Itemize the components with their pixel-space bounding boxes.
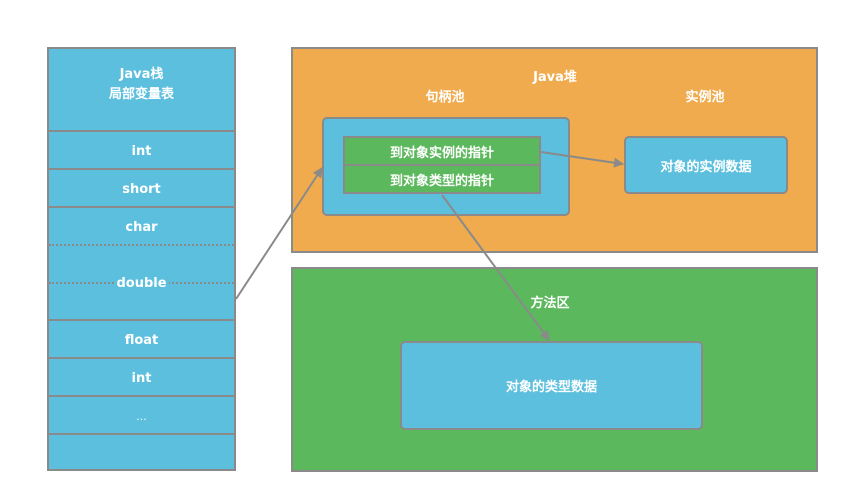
type-data-box: 对象的类型数据 [400,341,703,430]
slot-label: int [131,143,152,159]
pointer-label: 到对象实例的指针 [389,145,494,161]
slot-label: int [131,370,152,386]
slot-label: double [114,276,169,291]
slot-label: char [125,219,158,235]
slot-label: short [122,181,161,197]
instance-data-label: 对象的实例数据 [660,159,752,175]
pointer-label: 到对象类型的指针 [389,173,494,189]
slot-label: ... [136,409,147,423]
stack-title-line2: 局部变量表 [108,87,174,102]
method-area [291,267,818,472]
stack-title: Java栈 局部变量表 [49,65,234,105]
slot-label: float [124,332,159,348]
stack-slot-int-2: int [49,357,234,397]
stack-slot-char: char [49,206,234,246]
type-data-label: 对象的类型数据 [505,380,597,395]
pointer-to-instance: 到对象实例的指针 [343,136,541,166]
stack-title-line1: Java栈 [119,67,164,82]
heap-title: Java堆 [533,70,577,85]
method-area-title: 方法区 [530,296,570,311]
stack-slot-empty [49,433,234,471]
stack-slot-ellipsis: ... [49,395,234,435]
stack-slot-int: int [49,130,234,170]
pointer-to-type: 到对象类型的指针 [343,164,541,194]
instance-data-box: 对象的实例数据 [624,136,788,194]
instance-pool-label: 实例池 [685,90,725,105]
stack-slot-short: short [49,168,234,208]
stack-slot-double: double [49,244,234,321]
handle-pool-label: 句柄池 [425,90,465,105]
stack-slot-float: float [49,319,234,359]
java-stack-frame: Java栈 局部变量表 int short char double float … [47,47,236,471]
